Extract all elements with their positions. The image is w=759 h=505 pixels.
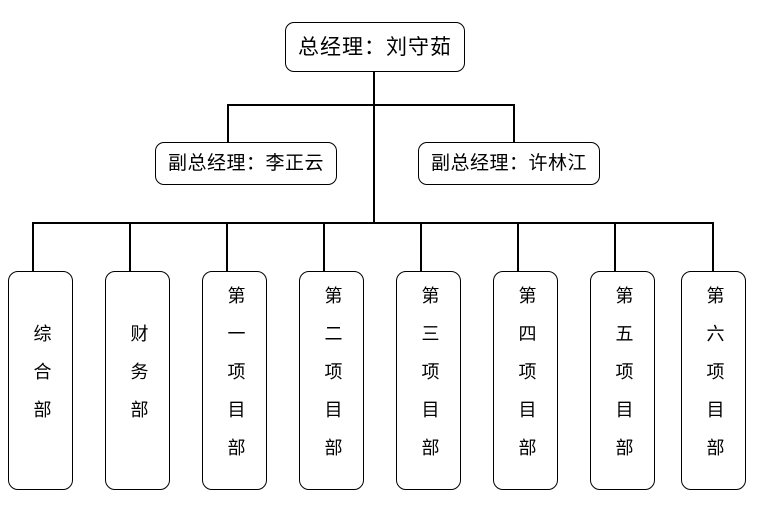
node-deputy-gm-right[interactable]: 副总经理：许林江: [418, 142, 600, 185]
node-department-project-1[interactable]: 第一项目部: [202, 271, 267, 490]
node-department-general-affairs-label: 综合部: [30, 323, 52, 438]
connector-level3-drop-8: [712, 222, 714, 272]
node-department-project-6[interactable]: 第六项目部: [681, 271, 746, 490]
node-department-general-affairs[interactable]: 综合部: [8, 271, 73, 490]
connector-level3-drop-6: [517, 222, 519, 272]
connector-level2-drop-left: [227, 104, 229, 143]
node-department-project-4[interactable]: 第四项目部: [493, 271, 558, 490]
node-general-manager[interactable]: 总经理：刘守茹: [285, 22, 465, 72]
connector-level3-drop-2: [129, 222, 131, 272]
connector-level3-drop-1: [32, 222, 34, 272]
connector-level3-horizontal: [32, 222, 714, 224]
node-department-project-3[interactable]: 第三项目部: [396, 271, 461, 490]
connector-trunk-vertical: [373, 72, 375, 224]
connector-level2-horizontal: [227, 104, 515, 106]
node-department-finance[interactable]: 财务部: [105, 271, 170, 490]
node-department-project-4-label: 第四项目部: [515, 285, 537, 476]
node-department-project-2-label: 第二项目部: [321, 285, 343, 476]
connector-level3-drop-5: [420, 222, 422, 272]
node-department-finance-label: 财务部: [127, 323, 149, 438]
connector-level3-drop-7: [614, 222, 616, 272]
connector-level3-drop-4: [323, 222, 325, 272]
node-department-project-6-label: 第六项目部: [703, 285, 725, 476]
node-deputy-gm-left[interactable]: 副总经理：李正云: [155, 142, 337, 185]
connector-level3-drop-3: [226, 222, 228, 272]
node-department-project-5-label: 第五项目部: [612, 285, 634, 476]
node-department-project-1-label: 第一项目部: [224, 285, 246, 476]
node-general-manager-label: 总经理：刘守茹: [298, 34, 452, 59]
connector-level2-drop-right: [513, 104, 515, 143]
node-department-project-2[interactable]: 第二项目部: [299, 271, 364, 490]
node-deputy-gm-right-label: 副总经理：许林江: [430, 152, 587, 174]
node-department-project-3-label: 第三项目部: [418, 285, 440, 476]
node-department-project-5[interactable]: 第五项目部: [590, 271, 655, 490]
node-deputy-gm-left-label: 副总经理：李正云: [167, 152, 324, 174]
